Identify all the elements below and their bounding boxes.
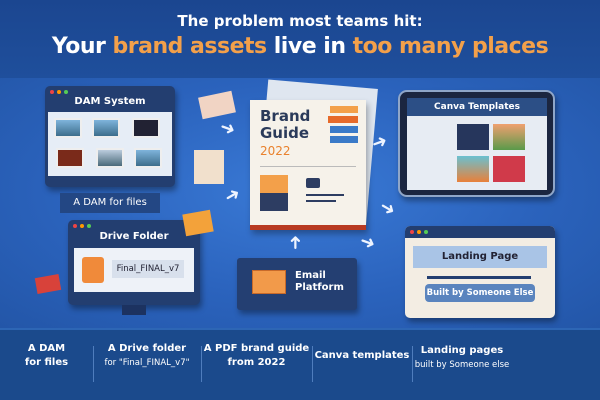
divider bbox=[260, 166, 356, 167]
guide-title-line: Brand bbox=[260, 107, 311, 125]
window-controls bbox=[410, 230, 428, 234]
text-line bbox=[427, 276, 531, 279]
email-label-line: Email bbox=[295, 270, 326, 281]
camera-icon bbox=[306, 178, 320, 188]
brand-guide-year: 2022 bbox=[260, 144, 291, 158]
color-block bbox=[260, 175, 288, 193]
footer-item-drive: A Drive folder for "Final_FINAL_v7" bbox=[93, 342, 201, 370]
footer-subtitle: for files bbox=[24, 357, 69, 368]
window-controls bbox=[73, 224, 91, 228]
canva-title: Canva Templates bbox=[407, 98, 547, 116]
image-thumbnail bbox=[56, 148, 84, 168]
headline-kicker: The problem most teams hit: bbox=[177, 12, 423, 30]
document-icon bbox=[194, 150, 224, 184]
image-thumbnail bbox=[134, 148, 162, 168]
footer-item-pdf: A PDF brand guide from 2022 bbox=[201, 342, 312, 370]
divider bbox=[312, 346, 313, 382]
footer-item-canva: Canva templates bbox=[312, 349, 412, 363]
footer-subtitle: from 2022 bbox=[227, 357, 286, 368]
footer-subtitle: for "Final_FINAL_v7" bbox=[104, 358, 190, 368]
divider bbox=[93, 346, 94, 382]
image-thumbnail bbox=[96, 148, 124, 168]
video-thumbnail bbox=[132, 118, 160, 138]
footer-item-dam: A DAM for files bbox=[0, 342, 93, 370]
text-line bbox=[306, 200, 336, 202]
dam-window: DAM System bbox=[45, 86, 175, 187]
divider bbox=[412, 346, 413, 382]
headline-highlight: brand assets bbox=[112, 34, 268, 59]
file-name: Final_FINAL_v7 bbox=[112, 260, 184, 278]
template-thumbnail bbox=[457, 124, 489, 150]
image-thumbnail bbox=[54, 118, 82, 138]
headline-part: live in bbox=[266, 34, 353, 59]
footer-title: A DAM bbox=[27, 343, 66, 354]
template-thumbnail bbox=[493, 124, 525, 150]
footer-subtitle: built by Someone else bbox=[414, 360, 510, 370]
folder-icon bbox=[82, 257, 104, 283]
dam-caption: A DAM for files bbox=[60, 193, 160, 213]
landing-page-window: Landing Page Built by Someone Else bbox=[405, 226, 555, 318]
guide-title-line: Guide bbox=[260, 124, 310, 142]
dam-title: DAM System bbox=[74, 96, 146, 107]
divider bbox=[201, 346, 202, 382]
footer-title: A PDF brand guide bbox=[203, 343, 310, 354]
headline: Your brand assets live in too many place… bbox=[0, 34, 600, 59]
footer-band: A DAM for files A Drive folder for "Final_… bbox=[0, 328, 600, 400]
template-thumbnail bbox=[493, 156, 525, 182]
arrow-icon: ➜ bbox=[285, 234, 307, 251]
color-swatch bbox=[330, 106, 358, 113]
headline-part: Your bbox=[51, 34, 113, 59]
color-swatch bbox=[330, 136, 358, 143]
dam-gallery bbox=[48, 112, 172, 176]
envelope-icon bbox=[252, 270, 286, 294]
header-band bbox=[0, 0, 600, 78]
template-thumbnail bbox=[457, 156, 489, 182]
footer-title: A Drive folder bbox=[107, 343, 187, 354]
footer-title: Canva templates bbox=[314, 350, 410, 361]
text-line bbox=[306, 194, 344, 196]
color-swatch bbox=[328, 116, 358, 123]
drive-title: Drive Folder bbox=[99, 231, 169, 242]
tablet-screen: Canva Templates bbox=[407, 98, 547, 190]
window-controls bbox=[50, 90, 68, 94]
footer-title: Landing pages bbox=[420, 345, 504, 356]
monitor-stand bbox=[122, 305, 146, 315]
drive-content: Final_FINAL_v7 bbox=[74, 248, 194, 292]
headline-highlight: too many places bbox=[352, 34, 549, 59]
landing-title: Landing Page bbox=[413, 246, 547, 268]
landing-subtitle: Built by Someone Else bbox=[425, 284, 535, 302]
color-block bbox=[260, 193, 288, 211]
footer-item-landing: Landing pages built by Someone else bbox=[412, 344, 512, 372]
color-swatch bbox=[330, 126, 358, 133]
browser-bar bbox=[405, 226, 555, 238]
canva-tablet: Canva Templates bbox=[398, 90, 555, 197]
email-label-line: Platform bbox=[295, 282, 344, 293]
video-thumbnail bbox=[92, 118, 120, 138]
drive-window: Drive Folder Final_FINAL_v7 bbox=[68, 220, 200, 305]
